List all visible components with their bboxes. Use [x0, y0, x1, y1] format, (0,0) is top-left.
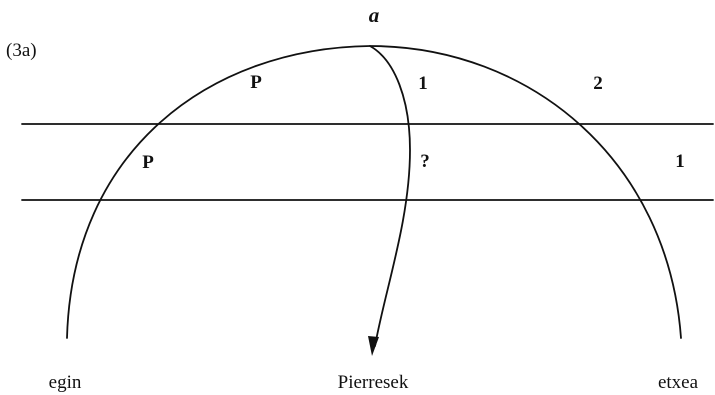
- label-lower-left-p: P: [142, 152, 154, 173]
- label-upper-left-p: P: [250, 72, 262, 93]
- label-lower-middle: ?: [420, 151, 430, 172]
- label-upper-middle: 1: [418, 73, 428, 94]
- label-lower-right: 1: [675, 151, 685, 172]
- branch-curve: [369, 45, 411, 347]
- branch-arrowhead: [368, 336, 379, 356]
- word-etxea: etxea: [658, 372, 699, 393]
- main-arc: [66, 45, 682, 339]
- word-pierresek: Pierresek: [338, 372, 409, 393]
- label-upper-right: 2: [593, 73, 603, 94]
- root-label: a: [369, 3, 380, 27]
- example-number: (3a): [6, 40, 37, 61]
- word-egin: egin: [49, 372, 82, 393]
